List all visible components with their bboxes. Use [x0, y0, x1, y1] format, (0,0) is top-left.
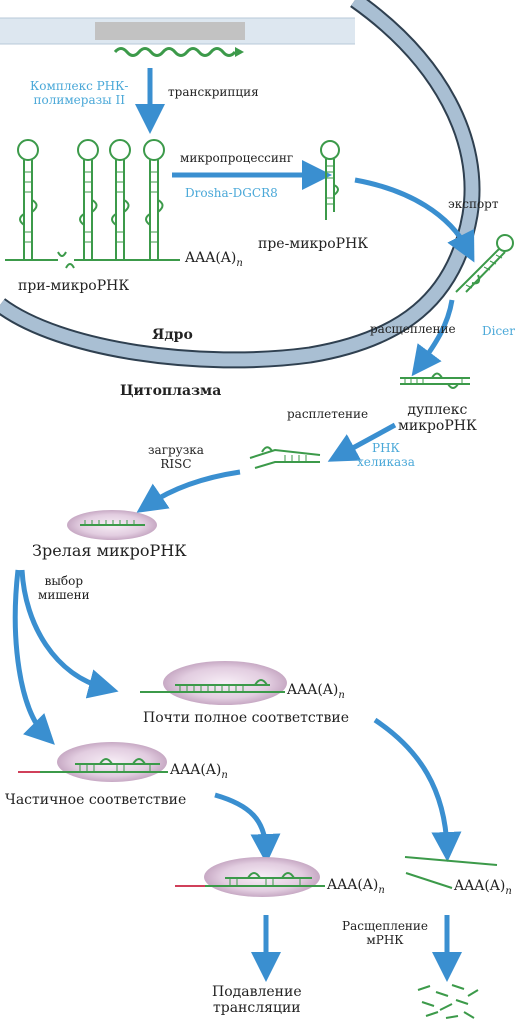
risc-near-full [163, 661, 287, 705]
mature-mirna-label: Зрелая микроРНК [32, 541, 187, 560]
polya-label-pri: AAA(A)n [185, 250, 243, 269]
pri-mirna-hairpin [109, 139, 131, 260]
arrow-to-cleavage [373, 717, 462, 862]
polya-label-repression: AAA(A)n [327, 877, 385, 896]
risc-loading-label: загрузка RISC [148, 443, 204, 471]
export-label: экспорт [448, 197, 499, 211]
microprocessing-label: микропроцессинг [180, 151, 294, 165]
pre-mirna-graphic [320, 140, 340, 220]
duplex-label: дуплекс микроРНК [398, 402, 477, 435]
mrna-cleavage-label: Расщепление мРНК [342, 919, 429, 947]
pri-mirna-hairpin [143, 139, 165, 260]
cleaved-mrna-1 [404, 856, 498, 866]
nucleus-label: Ядро [152, 327, 193, 343]
arrow-risc-loading [136, 469, 241, 513]
partial-match-label: Частичное соответствие [5, 792, 187, 808]
mirna-duplex [400, 372, 470, 389]
pre-mirna-cytoplasm [455, 234, 514, 293]
pri-mirna-hairpin [77, 139, 99, 260]
pri-mirna-label: при-микроРНК [18, 278, 130, 294]
transcript-wave [113, 47, 237, 57]
drosha-label: Drosha-DGCR8 [185, 186, 278, 200]
helicase-label: РНК хеликаза [357, 441, 415, 469]
pre-mirna-label: пре-микроРНК [258, 236, 369, 252]
target-selection-label: выбор мишени [38, 574, 90, 602]
degraded-fragments [417, 984, 479, 1019]
polya-label-near-full: AAA(A)n [287, 682, 345, 701]
arrow-to-partial [12, 569, 55, 745]
translation-repression-label: Подавление трансляции [212, 984, 302, 1017]
polya-label-cleaved: AAA(A)n [454, 878, 512, 897]
arrow-to-near-full [19, 569, 119, 699]
near-full-match-label: Почти полное соответствие [143, 710, 350, 726]
cleavage-label: расщепление [370, 322, 456, 336]
dicer-label: Dicer [482, 324, 516, 338]
arrow-export [354, 177, 475, 263]
pri-mirna-hairpin [17, 139, 39, 260]
arrow-dicer [411, 299, 455, 377]
cleaved-mrna-2 [405, 872, 453, 889]
transcription-label: транскрипция [168, 85, 259, 99]
rna-pol-complex-label: Комплекс РНК- полимеразы II [30, 79, 129, 107]
cytoplasm-label: Цитоплазма [120, 383, 222, 399]
polya-label-partial: AAA(A)n [170, 762, 228, 781]
unwinding-strands [249, 446, 321, 469]
unwinding-label: расплетение [287, 407, 369, 421]
arrow-to-repression [214, 792, 281, 864]
dna-dark-segment [95, 22, 245, 40]
arrow-unwinding [327, 422, 397, 462]
